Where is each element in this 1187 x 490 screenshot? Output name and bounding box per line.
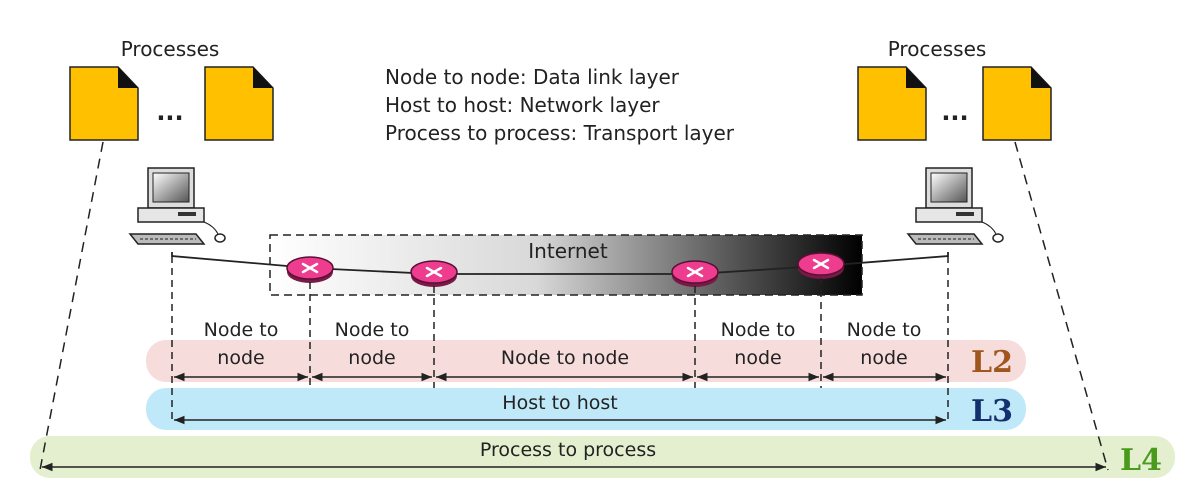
left-document-fold-icon: [118, 67, 138, 88]
segment-1-label-line-1: Node to: [204, 319, 279, 341]
host-to-host-label: Host to host: [502, 392, 617, 414]
l2-band: [146, 340, 1026, 382]
right-computer-icon: [906, 167, 1004, 245]
legend-line-2: Host to host: Network layer: [385, 93, 660, 117]
right-document-fold-icon-2: [1031, 67, 1051, 88]
l3-tag: L3: [971, 394, 1013, 429]
router-icon-2: [410, 260, 458, 287]
segment-2-label-line-2: node: [348, 347, 395, 369]
segment-2-label-line-1: Node to: [335, 319, 410, 341]
network-path-line: [171, 252, 949, 275]
left-computer-icon: [128, 167, 226, 245]
right-document-fold-icon: [906, 67, 926, 88]
internet-box: [269, 234, 863, 296]
legend-line-3: Process to process: Transport layer: [385, 121, 735, 145]
left-outer-dashed-line: [39, 141, 104, 471]
segment-5-label-line-1: Node to: [847, 319, 922, 341]
router-icon-3: [671, 260, 719, 287]
router-icon-4: [797, 252, 845, 279]
segment-1-label-line-2: node: [217, 347, 264, 369]
left-processes-label: Processes: [121, 37, 220, 61]
segment-4-label-line-1: Node to: [721, 319, 796, 341]
right-processes-label: Processes: [888, 37, 987, 61]
segment-4-label-line-2: node: [734, 347, 781, 369]
left-ellipsis: ...: [156, 98, 183, 126]
router-icon-1: [286, 256, 334, 283]
segment-5-label-line-2: node: [860, 347, 907, 369]
left-document-fold-icon-2: [253, 67, 273, 88]
legend-line-1: Node to node: Data link layer: [385, 65, 680, 89]
right-outer-dashed-line: [1014, 141, 1109, 471]
process-to-process-label: Process to process: [480, 439, 656, 461]
right-ellipsis: ...: [941, 98, 968, 126]
l2-tag: L2: [971, 345, 1013, 380]
segment-3-label: Node to node: [501, 347, 629, 369]
internet-label: Internet: [528, 239, 608, 263]
l4-tag: L4: [1120, 443, 1162, 478]
